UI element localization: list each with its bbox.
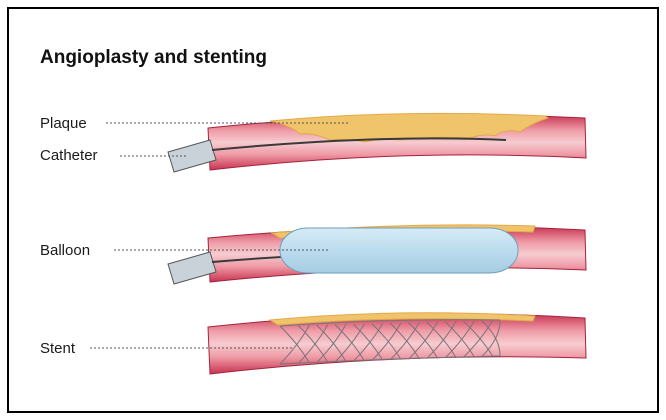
label-stent: Stent bbox=[40, 340, 76, 357]
label-plaque: Plaque bbox=[40, 115, 87, 132]
diagram-title: Angioplasty and stenting bbox=[40, 47, 267, 68]
label-catheter: Catheter bbox=[40, 147, 98, 164]
label-balloon: Balloon bbox=[40, 242, 90, 259]
